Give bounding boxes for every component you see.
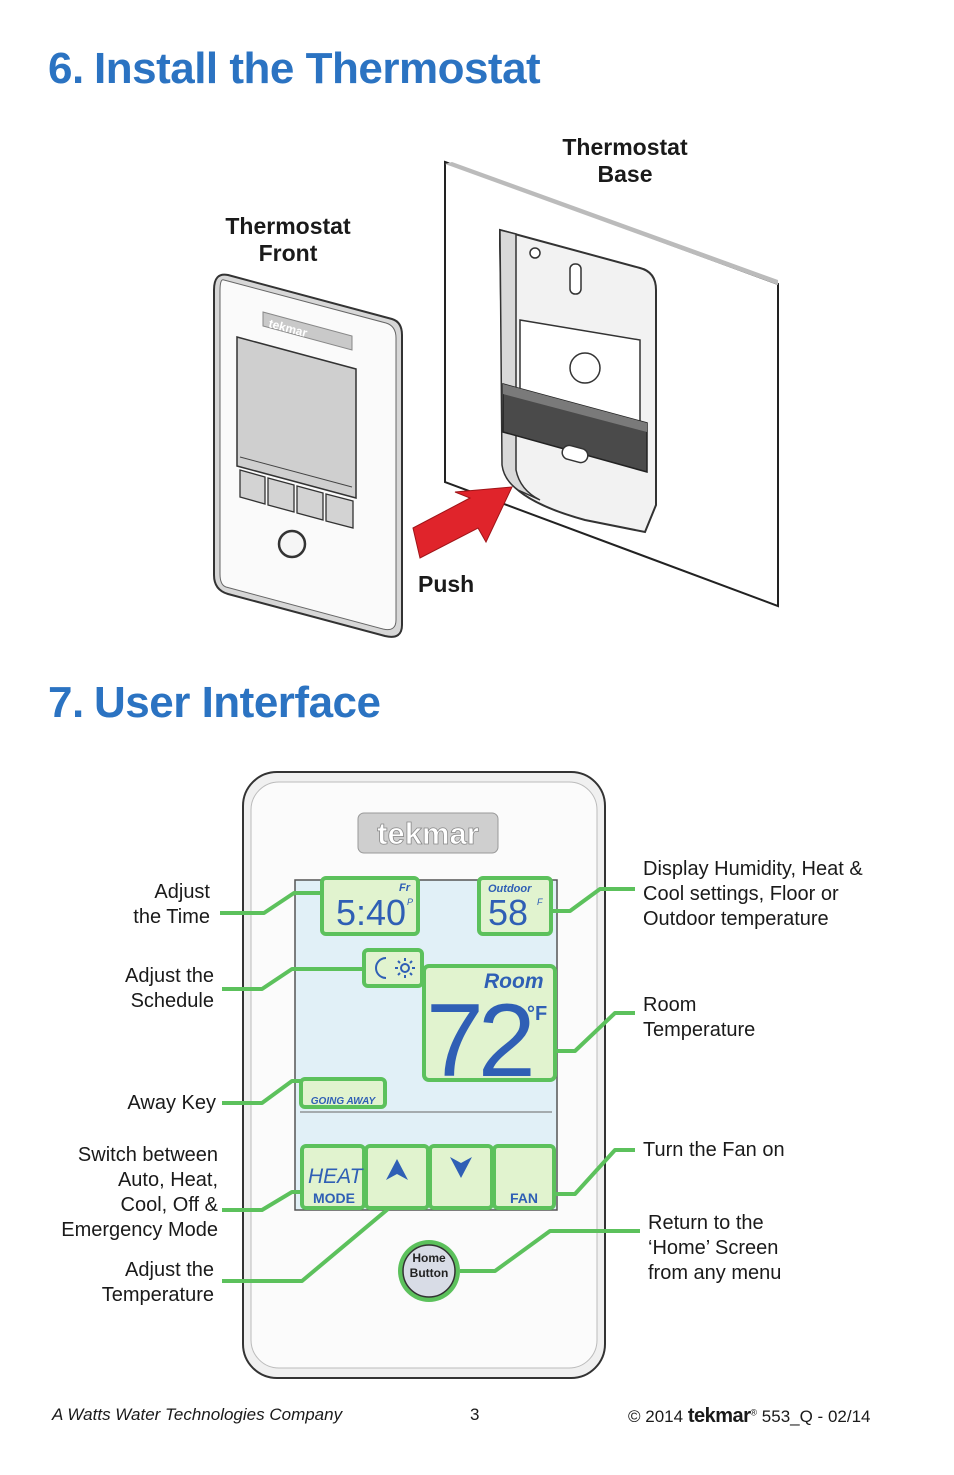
user-interface-diagram: tekmar Fr 5:40 P Outdoor 58 F Room 72 °F… (220, 771, 640, 1379)
ui-brand-logo: tekmar (377, 816, 479, 851)
thermostat-base (499, 228, 657, 534)
callout-mode-line4: Emergency Mode (61, 1219, 218, 1241)
footer-brand-logo: tekmar (687, 1405, 751, 1427)
thermostat-base-label: Thermostat Base (540, 134, 710, 188)
footer-registered-mark: ® (750, 1407, 758, 1418)
callout-home-line2: ‘Home’ Screen (648, 1237, 779, 1259)
moon-icon (375, 957, 387, 979)
fan-label: FAN (510, 1190, 538, 1206)
down-arrow-icon (450, 1157, 472, 1178)
thermostat-front: tekmar (213, 273, 403, 638)
callout-temp-line2: Temperature (101, 1284, 214, 1306)
front-lcd-screen (236, 336, 357, 499)
section-7-title: User Interface (94, 678, 381, 727)
callout-mode-line3: Cool, Off & (120, 1194, 218, 1216)
callout-schedule-line2: Schedule (130, 990, 214, 1012)
away-key[interactable] (299, 1077, 387, 1109)
callout-display-settings: Display Humidity, Heat & Cool settings, … (643, 857, 943, 932)
temperature-up-button[interactable] (364, 1144, 430, 1210)
base-label-line2: Base (597, 161, 653, 187)
push-arrow-icon (412, 486, 513, 559)
time-suffix-text: P (407, 897, 413, 907)
callout-lines (220, 887, 640, 1283)
mode-display-text: HEAT (308, 1165, 365, 1188)
section-7-number: 7. (48, 678, 84, 727)
up-arrow-icon (386, 1159, 408, 1180)
callout-room-temperature: Room Temperature (643, 993, 843, 1043)
callout-mode-line2: Auto, Heat, (117, 1169, 218, 1191)
callout-mode-line1: Switch between (77, 1144, 218, 1166)
room-temperature-display[interactable] (422, 964, 557, 1082)
front-label-line2: Front (258, 240, 318, 266)
home-button-icon (402, 1244, 456, 1298)
brand-logo-plate (357, 812, 499, 854)
callout-display-line2: Cool settings, Floor or (643, 883, 839, 905)
fan-button[interactable] (492, 1144, 556, 1210)
callout-fan: Turn the Fan on (643, 1139, 785, 1161)
wall-plate-edge (445, 162, 778, 285)
callout-schedule-line1: Adjust the (125, 965, 214, 987)
outdoor-unit: F (537, 897, 543, 907)
latch-slot-icon (561, 444, 589, 464)
callout-switch-mode: Switch between Auto, Heat, Cool, Off & E… (20, 1143, 218, 1243)
callout-temp-line1: Adjust the (125, 1259, 214, 1281)
outdoor-label: Outdoor (488, 883, 532, 895)
section-6-title: Install the Thermostat (94, 44, 541, 93)
callout-display-line3: Outdoor temperature (643, 908, 829, 930)
footer-company: A Watts Water Technologies Company (52, 1405, 343, 1424)
section-6-number: 6. (48, 44, 84, 93)
footer-copyright: © 2014 tekmar® 553_Q - 02/14 (628, 1405, 871, 1428)
room-label: Room (484, 970, 544, 993)
callout-adjust-temperature: Adjust the Temperature (40, 1258, 214, 1308)
base-label-line1: Thermostat (562, 134, 688, 160)
room-value: 72 (426, 983, 531, 1099)
outdoor-display[interactable] (477, 876, 553, 936)
time-text: 5:40 (336, 892, 406, 933)
callout-time-line1: Adjust (154, 881, 210, 903)
mounting-slot-icon (569, 263, 582, 295)
sun-icon (395, 958, 415, 978)
mode-label: MODE (313, 1190, 355, 1206)
front-label-line1: Thermostat (225, 213, 351, 239)
room-unit: °F (527, 1003, 547, 1025)
footer-copyright-year: © 2014 (628, 1407, 684, 1426)
wire-hole-icon (569, 352, 601, 384)
callout-home-line1: Return to the (648, 1212, 764, 1234)
front-home-button-icon (277, 529, 307, 559)
callout-home-screen: Return to the ‘Home’ Screen from any men… (648, 1211, 868, 1286)
away-label: GOING AWAY (311, 1096, 377, 1107)
section-7-heading: 7.User Interface (48, 678, 381, 728)
callout-away-key: Away Key (127, 1092, 216, 1114)
footer-page-number: 3 (470, 1405, 480, 1424)
section-6-heading: 6.Install the Thermostat (48, 44, 541, 94)
callout-room-line2: Temperature (643, 1019, 756, 1041)
install-illustration: tekmar (213, 160, 779, 638)
day-text: Fr (399, 882, 411, 894)
push-label: Push (418, 571, 475, 597)
outdoor-value: 58 (488, 892, 528, 933)
callout-adjust-time: Adjust the Time (60, 880, 210, 930)
home-line1: Home (412, 1251, 446, 1265)
home-line2: Button (410, 1266, 449, 1280)
callout-home-line3: from any menu (648, 1262, 782, 1284)
screw-hole-icon (529, 247, 541, 259)
callout-display-line1: Display Humidity, Heat & (643, 858, 863, 880)
callout-room-line1: Room (643, 994, 697, 1016)
time-display[interactable] (320, 876, 420, 936)
callout-adjust-schedule: Adjust the Schedule (60, 964, 214, 1014)
footer-doc-code: 553_Q - 02/14 (761, 1407, 871, 1426)
callout-time-line2: the Time (133, 906, 210, 928)
thermostat-front-label: Thermostat Front (210, 213, 366, 267)
